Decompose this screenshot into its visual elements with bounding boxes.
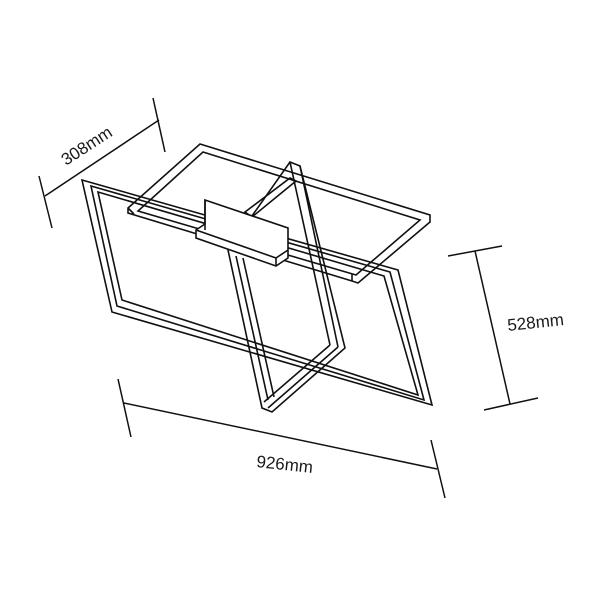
height-dimension: 528mm xyxy=(447,245,565,411)
width-dimension: 926mm xyxy=(117,378,446,499)
width-label: 926mm xyxy=(256,452,314,477)
height-label: 528mm xyxy=(506,310,564,335)
canopy-mount-box xyxy=(195,198,289,267)
depth-label: 308mm xyxy=(58,123,116,170)
